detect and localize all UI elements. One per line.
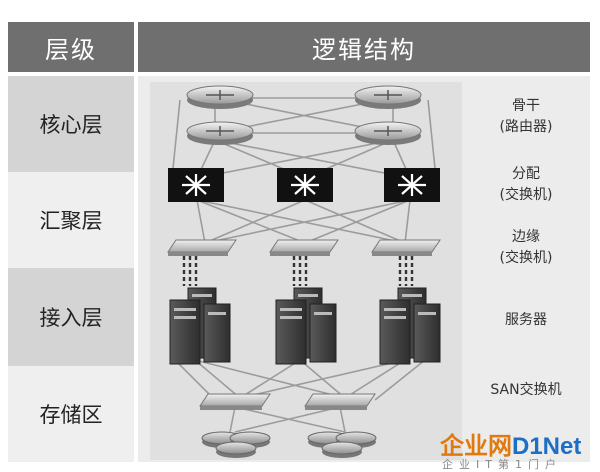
router-icon bbox=[354, 85, 422, 109]
multilayer-switch-icon bbox=[277, 168, 333, 202]
layer-access: 接入层 bbox=[8, 268, 134, 366]
router-icon bbox=[354, 121, 422, 145]
server-rack-icon bbox=[379, 287, 441, 365]
watermark-main: 企业网D1Net bbox=[440, 426, 581, 461]
switch-icon bbox=[269, 239, 339, 256]
label-edge-switch: 边缘 (交换机) bbox=[470, 227, 582, 269]
disk-array-icon bbox=[201, 431, 271, 458]
distribution-switches bbox=[168, 168, 440, 202]
server-rack-icon bbox=[275, 287, 337, 365]
san-switches bbox=[199, 393, 376, 410]
watermark-main-a: 企业网 bbox=[440, 433, 512, 460]
core-routers bbox=[186, 85, 422, 145]
label-core-line2: (路由器) bbox=[499, 119, 553, 135]
storage-disks bbox=[201, 431, 377, 458]
switch-icon bbox=[167, 239, 237, 256]
label-distribution-switch: 分配 (交换机) bbox=[470, 164, 582, 206]
server-uplinks bbox=[182, 256, 414, 286]
router-icon bbox=[186, 121, 254, 145]
watermark-sub: 企业IT第1门户 bbox=[442, 458, 562, 471]
label-san-switch: SAN交换机 bbox=[490, 382, 562, 398]
logic-structure-header: 逻辑结构 bbox=[138, 22, 590, 72]
layer-core: 核心层 bbox=[8, 76, 134, 172]
disk-array-icon bbox=[307, 431, 377, 458]
watermark-logo: 企业网D1Net 企业IT第1门户 bbox=[440, 426, 600, 471]
edge-switches bbox=[167, 239, 441, 256]
label-core-line1: 骨干 bbox=[512, 98, 540, 114]
label-dist-line2: (交换机) bbox=[499, 187, 553, 203]
watermark-main-b: D1Net bbox=[512, 433, 582, 460]
router-icon bbox=[186, 85, 254, 109]
san-switch-icon bbox=[304, 393, 376, 410]
connection-lines bbox=[171, 97, 437, 433]
layer-storage: 存储区 bbox=[8, 366, 134, 462]
label-server: 服务器 bbox=[505, 312, 547, 328]
server-groups bbox=[169, 287, 441, 365]
server-rack-icon bbox=[169, 287, 231, 365]
label-dist-line1: 分配 bbox=[512, 166, 540, 182]
multilayer-switch-icon bbox=[168, 168, 224, 202]
label-edge-line1: 边缘 bbox=[512, 229, 540, 245]
layer-column-header: 层级 bbox=[8, 22, 134, 72]
san-switch-icon bbox=[199, 393, 271, 410]
switch-icon bbox=[371, 239, 441, 256]
multilayer-switch-icon bbox=[384, 168, 440, 202]
label-core-router: 骨干 (路由器) bbox=[470, 96, 582, 138]
layer-aggregation: 汇聚层 bbox=[8, 172, 134, 268]
label-edge-line2: (交换机) bbox=[499, 250, 553, 266]
